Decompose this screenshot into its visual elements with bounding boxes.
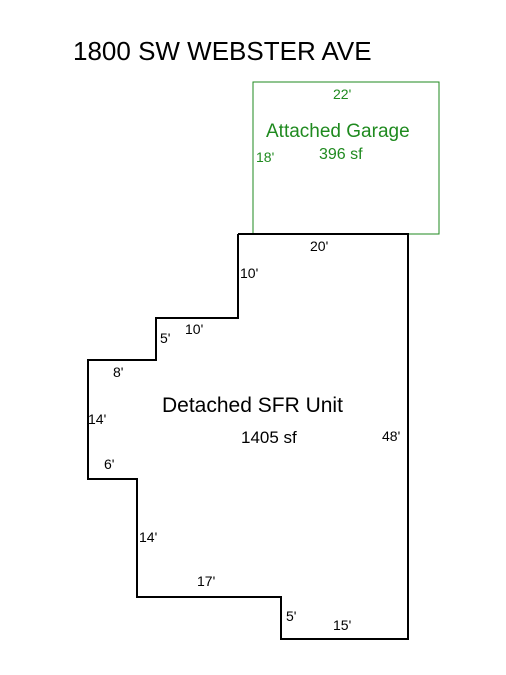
garage-dim-left: 18' bbox=[256, 149, 274, 165]
garage-name: Attached Garage bbox=[266, 121, 410, 142]
address-title: 1800 SW WEBSTER AVE bbox=[73, 36, 372, 66]
house-dim-bottom-step-vertical: 5' bbox=[286, 608, 296, 624]
house-name: Detached SFR Unit bbox=[162, 394, 343, 417]
house-dim-bottom-step-horizontal: 17' bbox=[197, 573, 215, 589]
house-dim-bottom: 15' bbox=[333, 617, 351, 633]
garage-dim-top: 22' bbox=[333, 86, 351, 102]
house-outline bbox=[87, 233, 409, 640]
house-dim-upper-step-horizontal: 10' bbox=[185, 321, 203, 337]
house-dim-right-vertical: 48' bbox=[382, 428, 400, 444]
garage-area: 396 sf bbox=[319, 146, 363, 163]
house-dim-left-step-horizontal: 8' bbox=[113, 364, 123, 380]
house-dim-top: 20' bbox=[310, 238, 328, 254]
house-dim-left-vertical: 14' bbox=[88, 411, 106, 427]
house-dim-lower-left-vertical: 14' bbox=[139, 529, 157, 545]
house-dim-upper-left-vertical: 10' bbox=[240, 265, 258, 281]
house-dim-lower-step-horizontal: 6' bbox=[104, 456, 114, 472]
house-dim-mid-step-vertical: 5' bbox=[160, 330, 170, 346]
house-area: 1405 sf bbox=[241, 428, 297, 447]
